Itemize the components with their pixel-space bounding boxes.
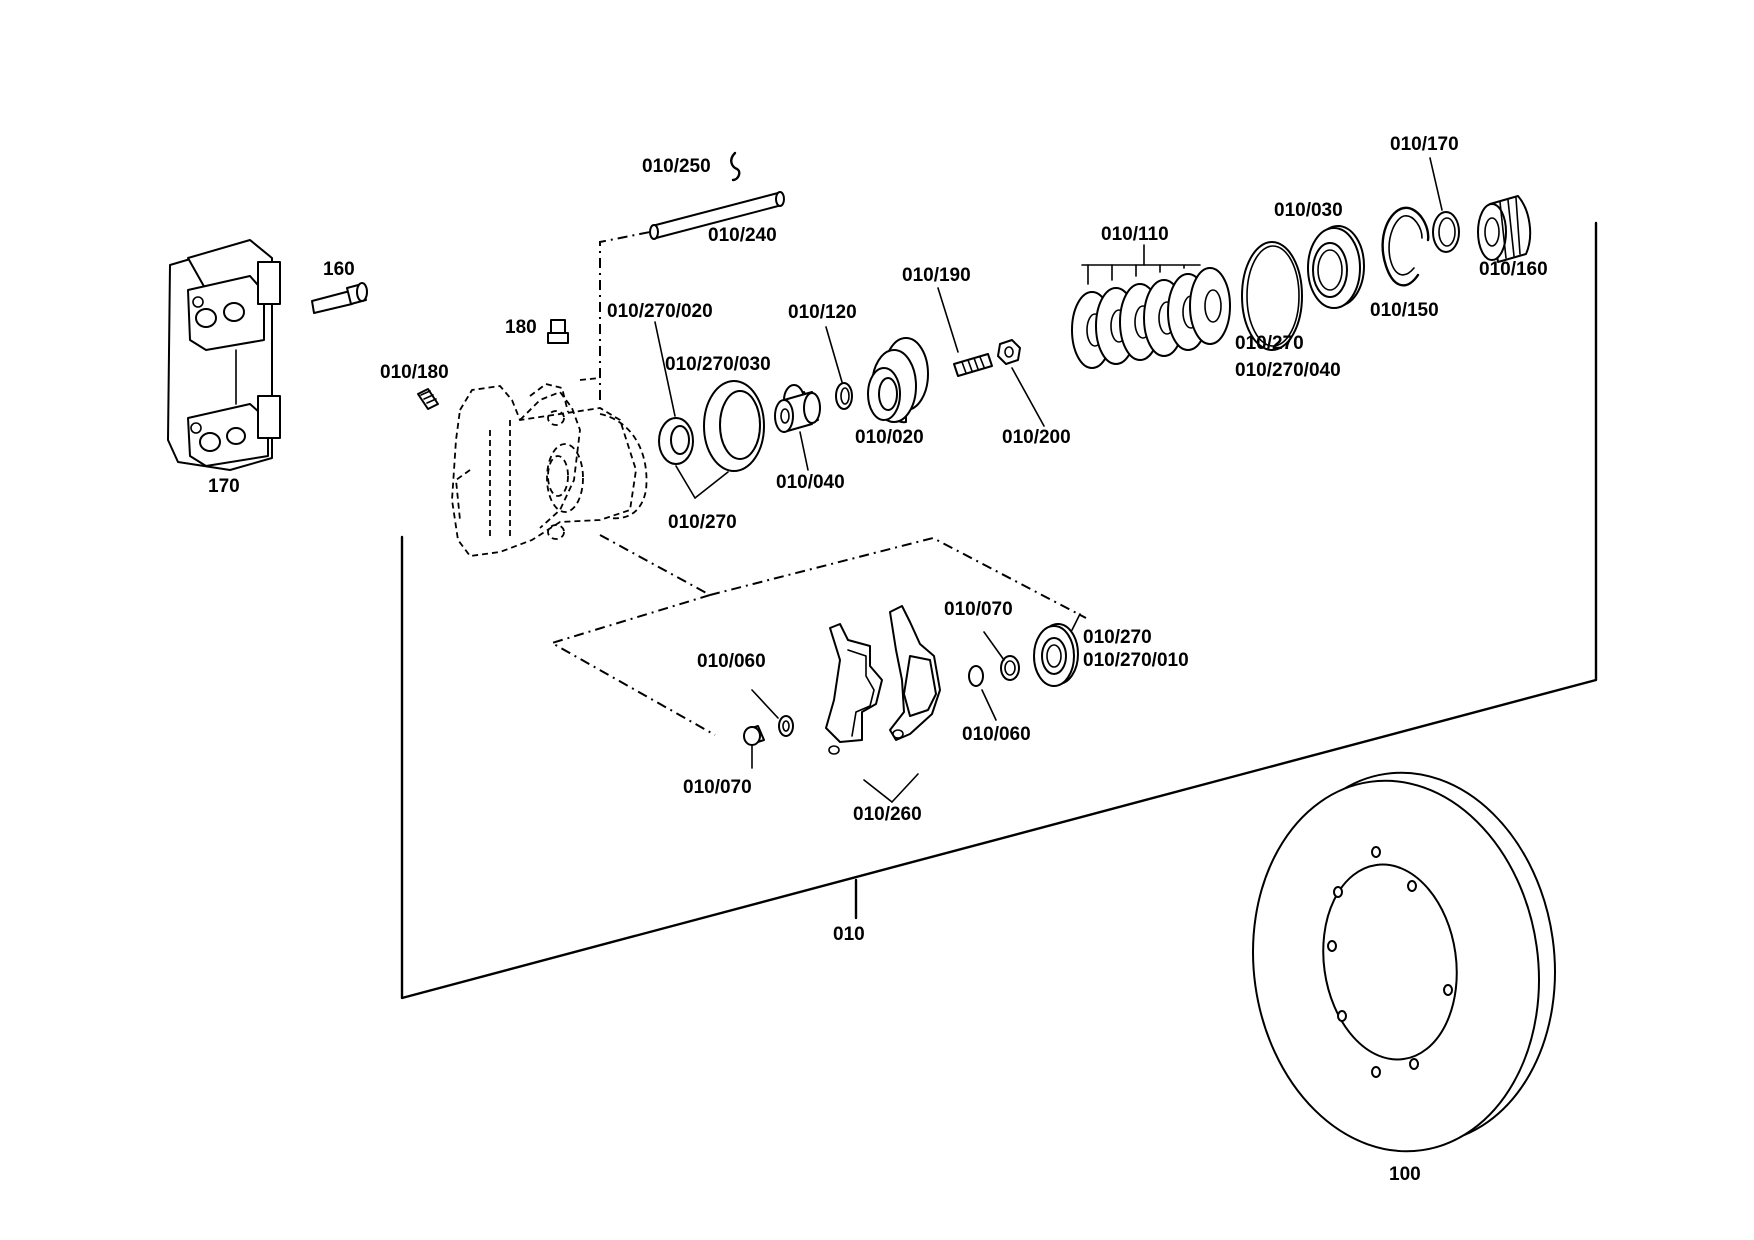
label-180: 180	[505, 317, 537, 338]
label-010-020: 010/020	[855, 427, 924, 448]
label-leader-lines	[654, 157, 1443, 803]
label-010-030: 010/030	[1274, 200, 1343, 221]
part-160-bolt	[311, 282, 368, 314]
part-010-270-040-oring	[1241, 241, 1303, 351]
label-010-190: 010/190	[902, 265, 971, 286]
part-010-270-010-bearing	[1033, 623, 1079, 687]
part-010-070-bush-right	[1000, 655, 1020, 681]
label-010-110: 010/110	[1101, 224, 1169, 245]
label-010-040: 010/040	[776, 472, 845, 493]
label-010: 010	[833, 924, 865, 945]
part-010-150-circlip	[1381, 206, 1430, 287]
part-010-240-pin	[649, 191, 785, 240]
part-010-260-brake-pad-left	[825, 623, 883, 755]
part-010-170-ring	[1432, 211, 1460, 253]
label-010-240: 010/240	[708, 225, 777, 246]
label-010-180: 010/180	[380, 362, 449, 383]
label-010-270-040: 010/270/040	[1235, 360, 1341, 381]
part-010-160-adjusting-nut	[1477, 195, 1532, 263]
part-010-260-brake-pad-right	[889, 605, 941, 741]
label-100: 100	[1389, 1164, 1421, 1185]
disc-bolt-holes	[1327, 846, 1453, 1078]
part-180-bleed-nipple	[547, 319, 569, 344]
label-010-150: 010/150	[1370, 300, 1439, 321]
part-010-270-030-seal	[703, 380, 765, 472]
label-010-060-a: 010/060	[697, 651, 766, 672]
part-010-270-020-ring	[658, 417, 694, 465]
part-100-brake-disc	[1252, 771, 1556, 1153]
assembly-010-frame	[400, 221, 1598, 1000]
part-010-070-bush-left	[743, 725, 765, 746]
part-010-060-pin-right	[968, 665, 984, 687]
part-170-carrier-bracket	[167, 239, 281, 471]
part-010-250-clip	[730, 151, 741, 182]
label-010-160: 010/160	[1479, 259, 1548, 280]
label-010-250: 010/250	[642, 156, 711, 177]
label-010-270-a: 010/270	[668, 512, 737, 533]
label-010-260: 010/260	[853, 804, 922, 825]
label-010-270-c: 010/270	[1083, 627, 1152, 648]
label-010-270-b: 010/270	[1235, 333, 1304, 354]
part-010-030-bearing	[1307, 225, 1365, 309]
part-010-120-oring	[835, 382, 853, 410]
label-010-120: 010/120	[788, 302, 857, 323]
label-010-270-010: 010/270/010	[1083, 650, 1189, 671]
part-010-110-spring-stack	[1071, 244, 1231, 369]
label-010-270-030: 010/270/030	[665, 354, 771, 375]
part-010-200-nut	[997, 339, 1021, 365]
label-160: 160	[323, 259, 355, 280]
label-010-070-b: 010/070	[683, 777, 752, 798]
label-010-060-b: 010/060	[962, 724, 1031, 745]
part-010-060-pin-left	[778, 715, 794, 737]
label-170: 170	[208, 476, 240, 497]
caliper-housing	[451, 383, 648, 557]
part-010-040-bushing	[774, 384, 821, 433]
label-010-200: 010/200	[1002, 427, 1071, 448]
part-010-020-piston	[867, 337, 929, 424]
label-010-270-020: 010/270/020	[607, 301, 713, 322]
part-010-180-screw	[417, 388, 439, 410]
assembly-leader-lines	[549, 229, 1087, 736]
label-010-170: 010/170	[1390, 134, 1459, 155]
part-labels: 010/250 010/240 160 180 170 010/180 010/…	[208, 134, 1548, 1185]
part-010-190-threaded-rod	[953, 353, 993, 377]
label-010-070-a: 010/070	[944, 599, 1013, 620]
